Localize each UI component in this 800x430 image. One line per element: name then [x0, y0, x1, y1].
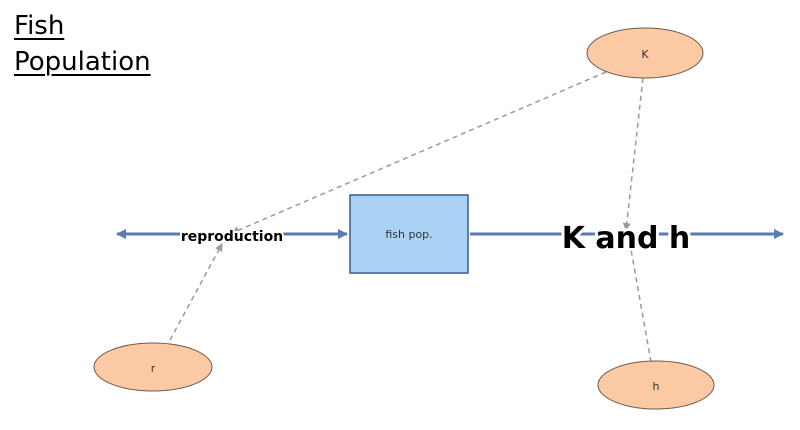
variable-k-label: K: [641, 48, 649, 61]
variable-h[interactable]: [597, 360, 715, 410]
variable-h-label: h: [653, 380, 660, 393]
link-r-to-reproduction: [169, 243, 223, 341]
variable-r-label: r: [151, 362, 156, 375]
variable-k[interactable]: [586, 27, 704, 79]
link-h-to-outflow: [627, 243, 652, 363]
link-k-to-outflow: [622, 77, 644, 231]
inflow-label: reproduction: [181, 229, 283, 245]
variable-r[interactable]: [93, 342, 213, 392]
stock-label: fish pop.: [385, 228, 432, 241]
stock-fish-pop[interactable]: [349, 194, 469, 274]
link-k-to-reproduction: [231, 71, 607, 234]
outflow-label: K and h: [562, 221, 691, 256]
diagram-title: Fish Population: [14, 8, 151, 80]
title-line-1: Fish: [14, 11, 65, 41]
title-line-2: Population: [14, 47, 151, 77]
